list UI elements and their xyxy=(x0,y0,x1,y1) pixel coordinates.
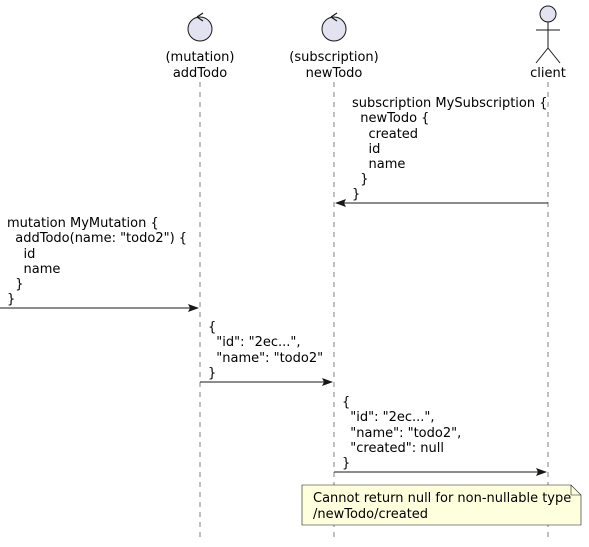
message-subscription: subscription MySubscription { newTodo { … xyxy=(0,0,576,207)
participant-client: client xyxy=(530,5,566,81)
note-text: Cannot return null for non-nullable type… xyxy=(313,491,571,522)
participant-newTodo: (subscription) newTodo xyxy=(289,12,379,81)
arrow-head xyxy=(335,199,346,207)
participant-stereo-addTodo: (mutation) xyxy=(165,50,234,65)
note-box xyxy=(301,484,582,526)
actor-icon xyxy=(535,5,561,64)
participant-addTodo: (mutation) addTodo xyxy=(165,12,235,81)
note: Cannot return null for non-nullable type… xyxy=(301,484,582,526)
arrow-head xyxy=(536,468,547,476)
arrow-head xyxy=(188,304,199,312)
participant-name-client: client xyxy=(530,66,566,81)
participant-stereo-newTodo: (subscription) xyxy=(289,50,378,65)
message-newTodo-event: { "id": "2ec...", "name": "todo2", "crea… xyxy=(334,395,547,476)
arrow-head xyxy=(322,378,333,386)
message-text-mutation: mutation MyMutation { addTodo(name: "tod… xyxy=(0,0,216,307)
message-mutation: mutation MyMutation { addTodo(name: "tod… xyxy=(0,0,216,312)
participant-name-newTodo: newTodo xyxy=(306,66,363,81)
participant-name-addTodo: addTodo xyxy=(173,66,227,81)
control-icon xyxy=(187,12,213,42)
message-addTodo-result: { "id": "2ec...", "name": "todo2" } xyxy=(0,0,352,386)
control-icon xyxy=(321,12,347,42)
note-corner xyxy=(570,485,581,496)
message-text-addTodo-result: { "id": "2ec...", "name": "todo2" } xyxy=(0,0,352,381)
message-text-newTodo-event: { "id": "2ec...", "name": "todo2", "crea… xyxy=(342,395,461,471)
message-text-subscription: subscription MySubscription { newTodo { … xyxy=(0,0,576,202)
